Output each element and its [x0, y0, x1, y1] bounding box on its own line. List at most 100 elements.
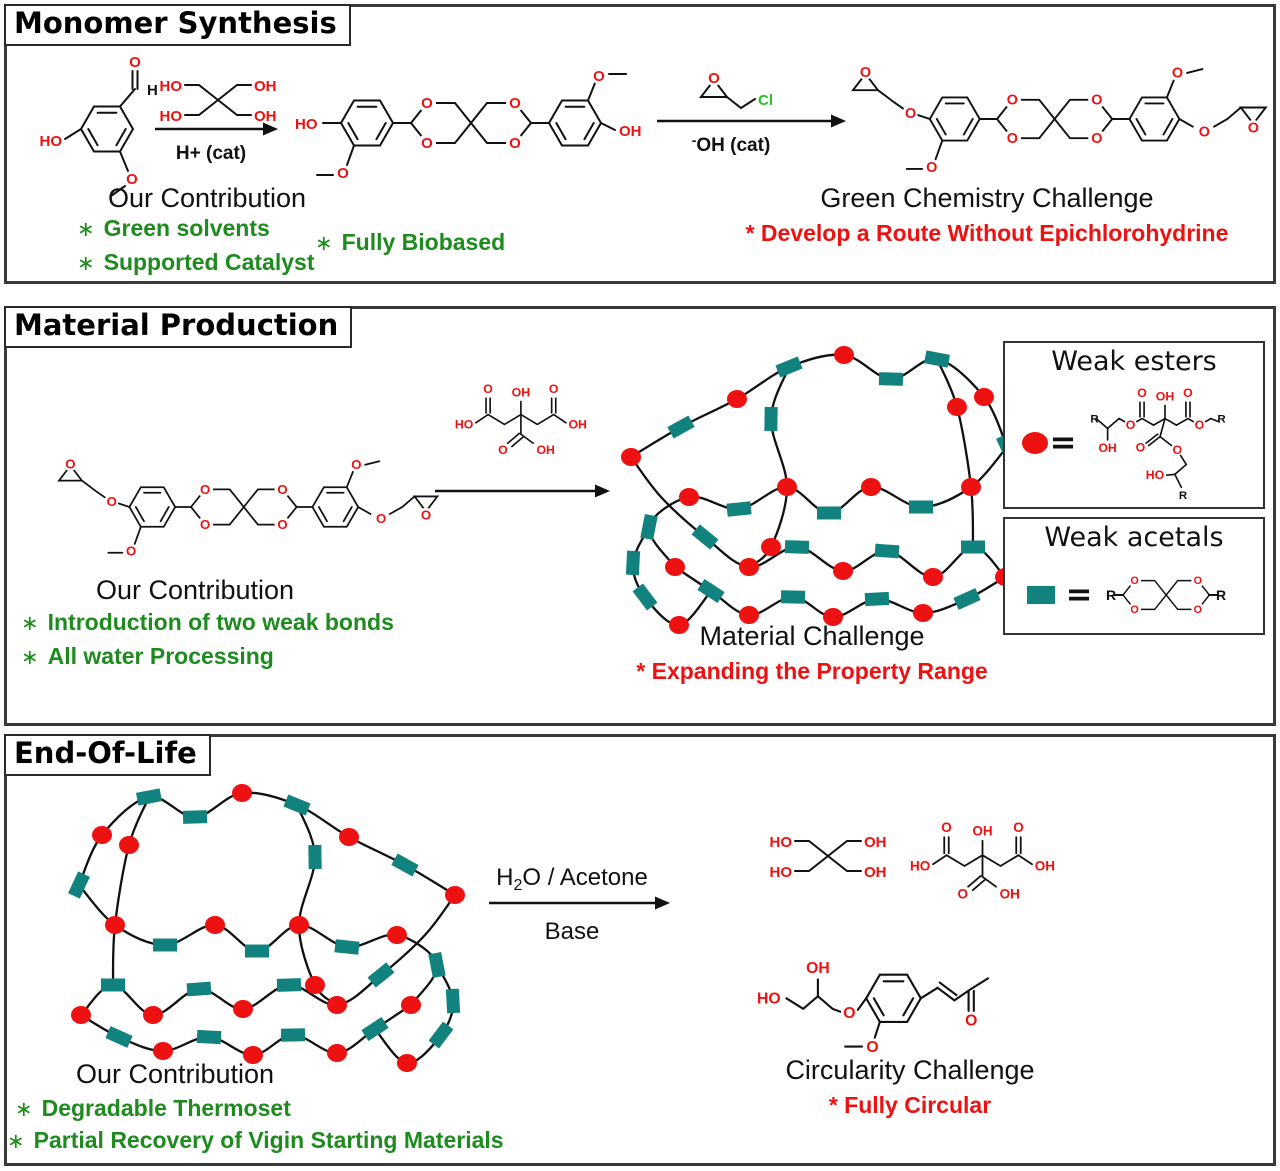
weak-acetal-node [135, 788, 163, 806]
weak-acetal-node [153, 938, 177, 952]
atom-r: R [1216, 587, 1226, 603]
weak-ester-node [243, 1046, 263, 1064]
weak-ester-node [834, 346, 854, 364]
weak-ester-node [397, 1054, 417, 1072]
weak-ester-node [289, 916, 309, 934]
arrow1-caption: H+ (cat) [176, 143, 246, 164]
weak-acetal-node [764, 406, 778, 432]
weak-ester-node [305, 976, 325, 994]
weak-ester-node [71, 1006, 91, 1024]
weak-ester-node [327, 1044, 347, 1062]
weak-acetal-node [667, 415, 695, 439]
weak-ester-symbol [1022, 432, 1048, 454]
pentaerythritol-structure [768, 833, 888, 882]
panel-title-material-production: Material Production [4, 306, 353, 348]
challenge-heading: Green Chemistry Challenge [820, 183, 1154, 213]
citric-acid-structure [909, 818, 1056, 903]
weak-ester-node [823, 608, 843, 626]
contribution-heading: Our Contribution [107, 183, 307, 213]
end-of-life-scheme: H2O / Acetone Base [68, 784, 1056, 1072]
contribution-bullets: ∗Fully Biobased [315, 229, 505, 263]
bullet-star-icon: ∗ [7, 1130, 25, 1153]
weak-ester-node [739, 558, 759, 576]
bullet-star-icon: ∗ [21, 646, 39, 669]
weak-ester-node [445, 886, 465, 904]
polymer-chain [935, 358, 975, 548]
reaction-arrow-2: -OH (cat) [657, 114, 846, 156]
weak-acetal-node [697, 579, 725, 603]
polymer-network-graphic [621, 346, 1018, 634]
polymer-chain [295, 804, 338, 1006]
weak-acetal-node [878, 372, 904, 386]
weak-acetal-node [367, 962, 395, 988]
atom-r: R [1106, 587, 1116, 603]
bisacetal-diol-structure [295, 68, 642, 182]
weak-acetal-node [308, 844, 322, 870]
weak-ester-node [861, 478, 881, 496]
weak-ester-node [621, 448, 641, 466]
weak-acetal-node [961, 540, 985, 554]
legend-weak-esters: Weak esters = [1003, 341, 1265, 509]
weak-acetal-node [280, 1028, 306, 1042]
weak-ester-node [669, 616, 689, 634]
panel-title-end-of-life: End-Of-Life [4, 734, 211, 776]
arrow2-caption: -OH (cat) [692, 132, 771, 156]
bullet-star-icon: ∗ [77, 252, 95, 275]
weak-acetal-node [391, 853, 419, 877]
weak-ester-node [923, 568, 943, 586]
contribution-bullet: ∗Fully Biobased [315, 229, 506, 255]
panel-end-of-life: End-Of-Life H2O / Acetone Base Our Contr… [4, 734, 1276, 1166]
challenge-bullet: * Develop a Route Without Epichlorohydri… [745, 220, 1229, 246]
contribution-bullet: ∗Introduction of two weak bonds [21, 609, 394, 635]
weak-acetal-node [68, 871, 90, 899]
weak-acetal-node [775, 356, 803, 378]
weak-ester-node [947, 398, 967, 416]
diglycidyl-ether-structure [59, 456, 437, 558]
weak-acetal-node [923, 350, 951, 368]
arrow-top-caption: H2O / Acetone [496, 864, 648, 894]
weak-ester-node [232, 784, 252, 802]
contribution-heading: Our Contribution [75, 1059, 275, 1089]
weak-ester-node [833, 562, 853, 580]
monomer-synthesis-scheme: H+ (cat) -OH (cat) [7, 7, 1273, 281]
weak-acetal-node [186, 981, 212, 997]
weak-acetal-node [334, 939, 360, 955]
weak-ester-node [913, 604, 933, 622]
bullet-star-icon: ∗ [77, 218, 95, 241]
weak-ester-node [387, 926, 407, 944]
weak-ester-node [119, 836, 139, 854]
weak-ester-node [679, 488, 699, 506]
weak-acetal-node [276, 978, 302, 992]
weak-acetal-node [640, 513, 658, 541]
weak-ester-node [974, 388, 994, 406]
contribution-bullet: ∗Supported Catalyst [77, 249, 315, 275]
weak-acetal-node [283, 794, 311, 816]
weak-acetal-node [625, 550, 641, 576]
weak-ester-node [761, 538, 781, 556]
epichlorohydrin-structure [700, 69, 774, 110]
contribution-bullets: ∗Degradable Thermoset [15, 1095, 291, 1129]
polymer-chain [111, 796, 151, 986]
bullet-star-icon: ∗ [15, 1098, 33, 1121]
challenge-block: Circularity Challenge * Fully Circular [625, 1055, 1195, 1119]
contribution-heading: Our Contribution [95, 575, 295, 605]
diglycidyl-ether-structure [853, 64, 1266, 176]
challenge-block: Green Chemistry Challenge * Develop a Ro… [707, 183, 1267, 247]
arrow-bottom-caption: Base [545, 918, 600, 945]
weak-acetal-node [428, 1021, 454, 1049]
weak-ester-node [233, 1000, 253, 1018]
weak-ester-node [92, 826, 112, 844]
weak-acetal-node [101, 978, 125, 992]
weak-ester-node [339, 828, 359, 846]
weak-ester-node [143, 1006, 163, 1024]
contribution-bullets: ∗Green solvents ∗Supported Catalyst [77, 215, 314, 283]
weak-ester-node [327, 996, 347, 1014]
challenge-bullet: * Expanding the Property Range [636, 658, 988, 684]
legend-title: Weak esters [1051, 346, 1217, 377]
weak-acetal-node [953, 588, 981, 610]
polymer-network-graphic [68, 784, 465, 1072]
panel-monomer-synthesis: Monomer Synthesis H+ (cat) -OH (cat) Our… [4, 4, 1276, 284]
polymer-chain [78, 884, 439, 1006]
weak-acetal-node [909, 500, 933, 514]
